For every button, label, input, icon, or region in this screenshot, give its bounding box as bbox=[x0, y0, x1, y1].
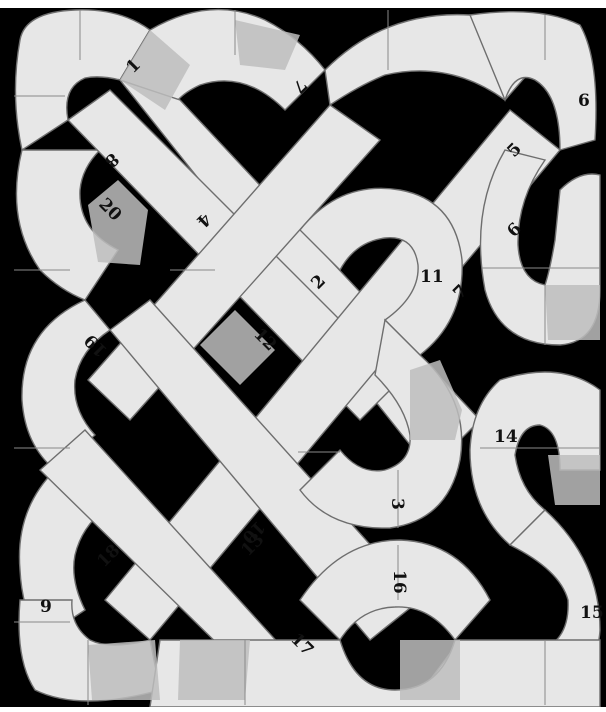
label-6: 6 bbox=[578, 91, 590, 111]
label-14: 14 bbox=[494, 427, 518, 447]
top-paper-margin bbox=[0, 0, 606, 8]
label-9: 9 bbox=[40, 597, 52, 617]
label-11: 11 bbox=[420, 267, 444, 287]
shade-14 bbox=[548, 455, 600, 505]
shade-bl bbox=[88, 640, 160, 700]
shade-b3 bbox=[400, 640, 460, 700]
label-3: 3 bbox=[387, 498, 407, 510]
shade-b2 bbox=[178, 640, 250, 700]
label-16: 16 bbox=[389, 570, 409, 594]
shade-6 bbox=[545, 285, 600, 340]
label-15: 15 bbox=[580, 603, 604, 623]
